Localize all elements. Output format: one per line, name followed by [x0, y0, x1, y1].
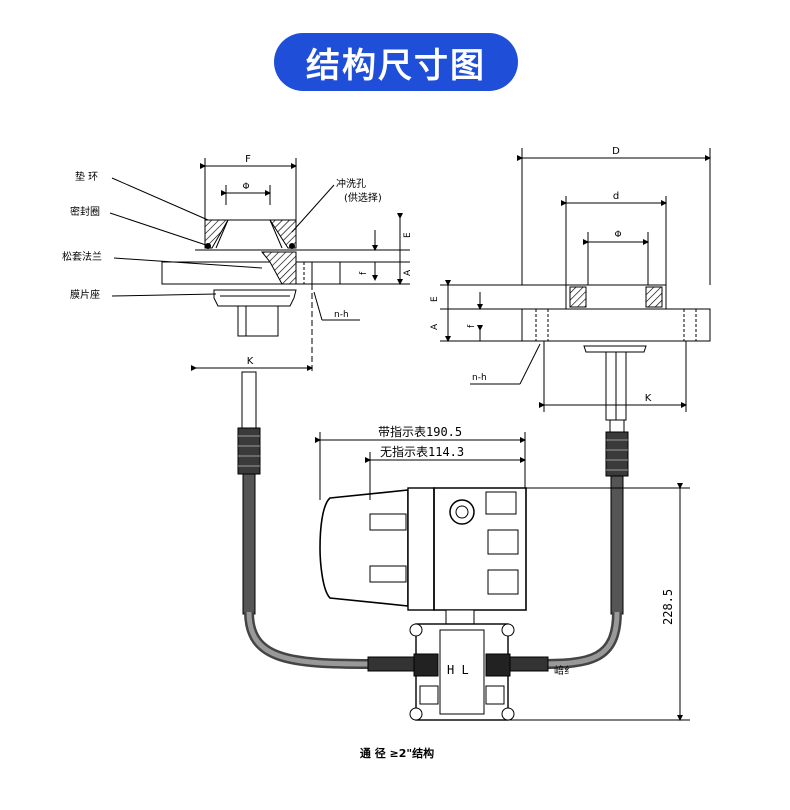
- label-flush-hole-optional: (供选择): [344, 191, 382, 204]
- dim-with-indicator: 带指示表190.5: [378, 424, 462, 439]
- left-flange-view: F Φ E f A: [62, 154, 413, 372]
- page-title: 结构尺寸图: [306, 45, 486, 86]
- dim-phi-r-label: Φ: [614, 230, 621, 240]
- dim-K-r-label: K: [645, 393, 652, 404]
- dim-D-label: D: [612, 146, 620, 157]
- label-gasket: 垫 环: [75, 170, 98, 183]
- dim-phi-label: Φ: [242, 182, 249, 192]
- dim-f-r-label: f: [467, 324, 477, 328]
- label-flush-hole: 冲洗孔: [336, 177, 366, 190]
- dim-A-label: A: [403, 269, 413, 276]
- dim-A-r-label: A: [430, 323, 440, 330]
- right-flange-view: D d Φ E A f: [430, 146, 711, 421]
- label-loose-flange: 松套法兰: [62, 250, 102, 263]
- dim-F-label: F: [245, 154, 251, 165]
- transmitter-body: 带指示表190.5 无指示表114.3 H L 㟝纟: [315, 424, 690, 721]
- dim-d-label: d: [613, 191, 619, 202]
- figure-caption: 通 径 ≥2"结构: [360, 746, 434, 760]
- label-diaphragm-seat: 膜片座: [70, 288, 100, 301]
- dim-nh-label: n-h: [334, 310, 349, 320]
- dim-E-label: E: [403, 232, 413, 238]
- dim-f-label: f: [359, 271, 369, 275]
- stray-mark: 㟝纟: [554, 664, 574, 677]
- dim-K-label: K: [247, 356, 254, 367]
- hl-marking: H L: [447, 663, 469, 677]
- dim-E-r-label: E: [430, 296, 440, 302]
- capillary-left: [237, 371, 420, 672]
- dim-height: 228.5: [661, 589, 675, 625]
- title-badge: 结构尺寸图: [274, 33, 518, 91]
- dim-nh-r-label: n-h: [472, 373, 487, 383]
- label-seal-ring: 密封圈: [70, 205, 100, 218]
- capillary-right: [499, 419, 629, 672]
- dim-without-indicator: 无指示表114.3: [380, 444, 464, 459]
